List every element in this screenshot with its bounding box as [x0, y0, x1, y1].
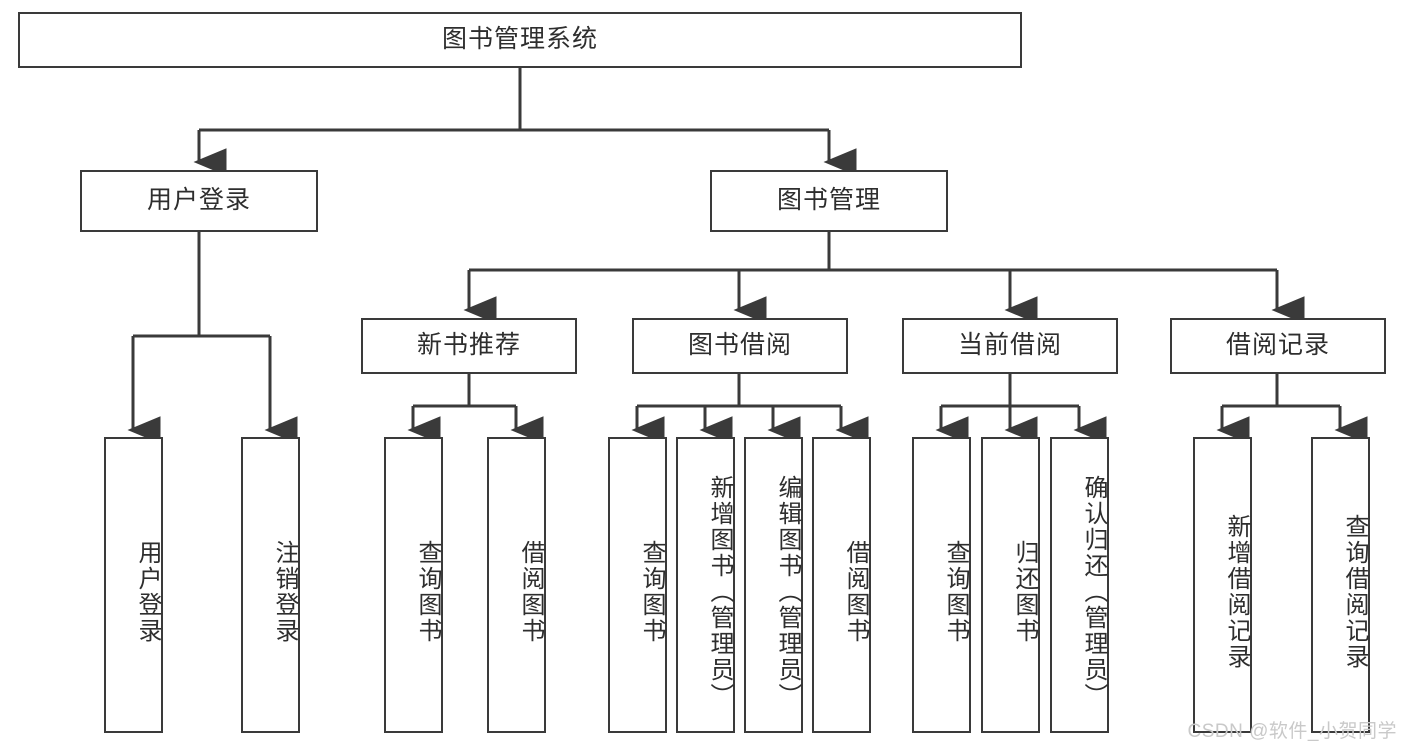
leaf-record-add-borrow-record[interactable]: 新增借阅记录 — [1193, 437, 1252, 733]
leaf-current-return-book[interactable]: 归还图书 — [981, 437, 1040, 733]
leaf-current-confirm-return-admin[interactable]: 确认归还（管理员） — [1050, 437, 1109, 733]
leaf-new-book-borrow[interactable]: 借阅图书 — [487, 437, 546, 733]
leaf-borrow-query-book[interactable]: 查询图书 — [608, 437, 667, 733]
node-label: 用户登录 — [134, 540, 161, 644]
leaf-new-book-query[interactable]: 查询图书 — [384, 437, 443, 733]
node-label: 图书管理系统 — [441, 25, 598, 54]
node-label: 图书管理 — [776, 186, 881, 215]
leaf-borrow-add-book-admin[interactable]: 新增图书（管理员） — [676, 437, 735, 733]
node-label: 图书借阅 — [687, 331, 792, 360]
node-label: 编辑图书（管理员） — [774, 475, 801, 709]
node-label: 归还图书 — [1011, 540, 1038, 644]
leaf-user-login-login[interactable]: 用户登录 — [104, 437, 163, 733]
node-label: 用户登录 — [146, 186, 251, 215]
node-label: 新增图书（管理员） — [706, 475, 733, 709]
node-label: 查询图书 — [414, 540, 441, 644]
node-label: 确认归还（管理员） — [1080, 475, 1107, 709]
node-label: 查询借阅记录 — [1341, 514, 1368, 670]
node-label: 查询图书 — [638, 540, 665, 644]
node-book-borrow[interactable]: 图书借阅 — [632, 318, 848, 374]
node-label: 注销登录 — [271, 540, 298, 644]
node-label: 新书推荐 — [416, 331, 521, 360]
leaf-borrow-borrow-book[interactable]: 借阅图书 — [812, 437, 871, 733]
leaf-user-login-logout[interactable]: 注销登录 — [241, 437, 300, 733]
node-label: 新增借阅记录 — [1223, 514, 1250, 670]
node-book-management[interactable]: 图书管理 — [710, 170, 948, 232]
leaf-borrow-edit-book-admin[interactable]: 编辑图书（管理员） — [744, 437, 803, 733]
watermark-text: CSDN @软件_小贺同学 — [1187, 721, 1397, 742]
node-label: 当前借阅 — [957, 331, 1062, 360]
node-current-borrow[interactable]: 当前借阅 — [902, 318, 1118, 374]
node-root-book-management-system[interactable]: 图书管理系统 — [18, 12, 1022, 68]
leaf-record-query-borrow-record[interactable]: 查询借阅记录 — [1311, 437, 1370, 733]
leaf-current-query-book[interactable]: 查询图书 — [912, 437, 971, 733]
node-label: 借阅图书 — [842, 540, 869, 644]
node-label: 查询图书 — [942, 540, 969, 644]
node-new-book-recommend[interactable]: 新书推荐 — [361, 318, 577, 374]
node-label: 借阅记录 — [1225, 331, 1330, 360]
node-borrow-record[interactable]: 借阅记录 — [1170, 318, 1386, 374]
node-user-login[interactable]: 用户登录 — [80, 170, 318, 232]
node-label: 借阅图书 — [517, 540, 544, 644]
